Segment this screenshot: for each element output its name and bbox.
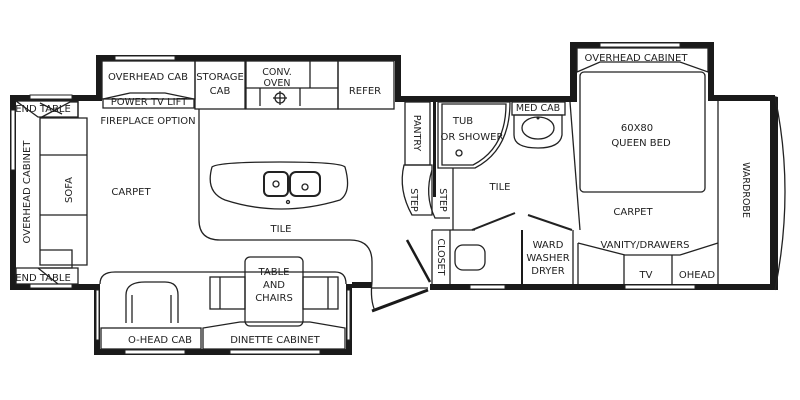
sofa-label: SOFA <box>64 177 75 203</box>
bedroom-area <box>569 47 719 284</box>
vanity-drawers-label: VANITY/DRAWERS <box>600 240 689 251</box>
storage-cab-label-1: STORAGE <box>196 72 244 83</box>
bed-type-label: QUEEN BED <box>611 138 671 149</box>
power-tv-lift-label: POWER TV LIFT <box>111 97 188 108</box>
closet-label: CLOSET <box>435 239 446 276</box>
end-table-bottom-label: END TABLE <box>15 273 71 284</box>
dinette-cabinet-label: DINETTE CABINET <box>230 335 320 346</box>
tub-label-1: TUB <box>452 116 473 127</box>
kitchen-tile-label: TILE <box>270 224 292 235</box>
conv-oven-label-2: OVEN <box>264 78 291 89</box>
living-area <box>14 60 196 285</box>
storage-cab-label-2: CAB <box>210 86 231 97</box>
bedroom-overhead-cabinet-label: OVERHEAD CABINET <box>585 53 689 64</box>
labels: OVERHEAD CAB POWER TV LIFT FIREPLACE OPT… <box>15 53 751 346</box>
ward-label-1: WARD <box>533 240 564 251</box>
refer-label: REFER <box>349 86 381 97</box>
bath-tile-label: TILE <box>489 182 511 193</box>
med-cab-label: MED CAB <box>516 103 560 114</box>
o-head-cab-label: O-HEAD CAB <box>128 335 192 346</box>
bed-size-label: 60X80 <box>621 123 653 134</box>
ward-label-2: WASHER <box>526 253 569 264</box>
windows <box>10 42 696 355</box>
step-right-label: STEP <box>437 188 448 212</box>
fireplace-option-label: FIREPLACE OPTION <box>100 116 195 127</box>
living-carpet-label: CARPET <box>111 187 151 198</box>
pantry-label: PANTRY <box>411 115 422 152</box>
overhead-cabinet-side-label: OVERHEAD CABINET <box>22 140 33 244</box>
tv-label: TV <box>639 270 653 281</box>
table-label-3: CHAIRS <box>255 293 293 304</box>
entry-door <box>370 281 429 313</box>
ohead-label: OHEAD <box>679 270 716 281</box>
table-label-2: AND <box>263 280 285 291</box>
bath-area <box>401 101 574 284</box>
overhead-cab-label: OVERHEAD CAB <box>108 72 188 83</box>
step-left-label: STEP <box>408 188 419 212</box>
bedroom-carpet-label: CARPET <box>613 207 653 218</box>
kitchen-area <box>194 60 395 282</box>
table-label-1: TABLE <box>258 267 290 278</box>
tub-label-2: OR SHOWER <box>441 132 504 143</box>
dinette-area <box>99 256 347 350</box>
end-table-top-label: END TABLE <box>15 104 71 115</box>
wardrobe-label: WARDROBE <box>740 162 751 218</box>
front-cap-curve <box>774 96 786 291</box>
ward-label-3: DRYER <box>531 266 564 277</box>
conv-oven-label-1: CONV. <box>262 67 292 78</box>
